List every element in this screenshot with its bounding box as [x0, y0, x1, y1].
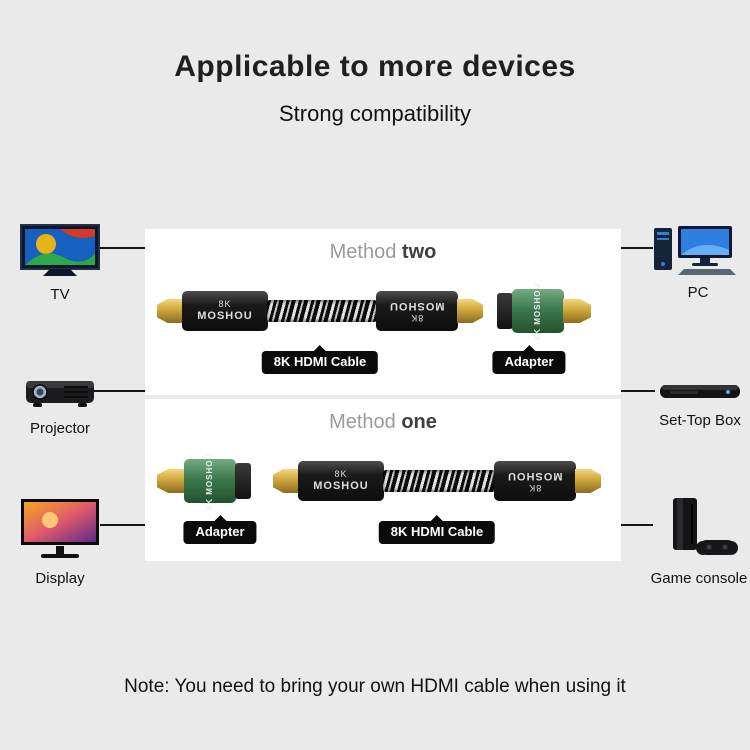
brand-moshou: MOSHOU: [507, 470, 563, 483]
brand-moshou: MOSHOU: [197, 309, 253, 322]
cable-label-pill: 8K HDMI Cable: [378, 521, 496, 544]
device-label-projector: Projector: [29, 420, 91, 437]
hdmi-plug-icon: [273, 469, 299, 493]
device-display: Display: [16, 498, 104, 587]
line-panel-to-console: [620, 524, 653, 526]
adapter-label-pill: Adapter: [183, 521, 257, 544]
game-console-icon: [673, 498, 738, 555]
note-text: Note: You need to bring your own HDMI ca…: [124, 676, 626, 697]
pc-icon: [654, 226, 736, 275]
device-settopbox: Set-Top Box: [654, 380, 746, 429]
device-projector: Projector: [18, 372, 102, 437]
line-projector-to-panel: [92, 390, 146, 392]
brand-8k: 8K: [218, 299, 232, 309]
device-pc: PC: [650, 224, 746, 301]
display-icon: [21, 499, 99, 558]
braided-cable: [383, 470, 495, 492]
device-tv: TV: [16, 224, 104, 303]
adapter-female-end: [235, 463, 251, 499]
method-two-emph: two: [401, 241, 437, 263]
device-label-settopbox: Set-Top Box: [659, 412, 741, 429]
settopbox-icon: [660, 385, 740, 398]
hdmi-plug-icon: [575, 469, 601, 493]
method-one-prefix: Method: [329, 411, 402, 433]
brand-moshou: MOSHOU: [389, 300, 445, 313]
hdmi-plug-icon: [157, 299, 183, 323]
brand-8k: 8K: [410, 312, 424, 323]
adapter-body: 8K MOSHOU: [184, 452, 236, 510]
brand-vertical: 8K MOSHOU: [205, 452, 215, 510]
device-label-pc: PC: [687, 284, 709, 301]
page-subtitle: Strong compatibility: [279, 101, 471, 126]
brand-moshou: MOSHOU: [313, 479, 369, 492]
braided-cable: [267, 300, 377, 322]
line-tv-to-panel: [100, 247, 146, 249]
device-label-tv: TV: [50, 286, 70, 303]
method-one-heading: Method one: [145, 411, 621, 434]
page-title: Applicable to more devices: [174, 50, 576, 83]
hdmi-plug-icon: [157, 469, 185, 493]
brand-8k: 8K: [334, 469, 348, 479]
tv-icon: [20, 224, 100, 276]
method-two-heading: Method two: [145, 241, 621, 264]
adapter-female-end: [497, 293, 513, 329]
adapter-body: 8K MOSHOU: [512, 282, 564, 340]
hdmi-plug-icon: [563, 299, 591, 323]
hdmi-plug-icon: [457, 299, 483, 323]
adapter-label-pill: Adapter: [492, 351, 566, 374]
cable-label-pill: 8K HDMI Cable: [261, 351, 379, 374]
brand-vertical: 8K MOSHOU: [533, 282, 543, 340]
projector-icon: [26, 381, 94, 407]
device-label-game-console: Game console: [650, 570, 748, 587]
method-two-prefix: Method: [329, 241, 402, 263]
device-label-display: Display: [35, 570, 85, 587]
line-display-to-panel: [100, 524, 146, 526]
method-one-emph: one: [401, 411, 437, 433]
line-panel-to-settopbox: [620, 390, 655, 392]
device-game-console: Game console: [650, 496, 748, 587]
line-panel-to-pc: [620, 247, 653, 249]
brand-8k: 8K: [528, 482, 542, 493]
